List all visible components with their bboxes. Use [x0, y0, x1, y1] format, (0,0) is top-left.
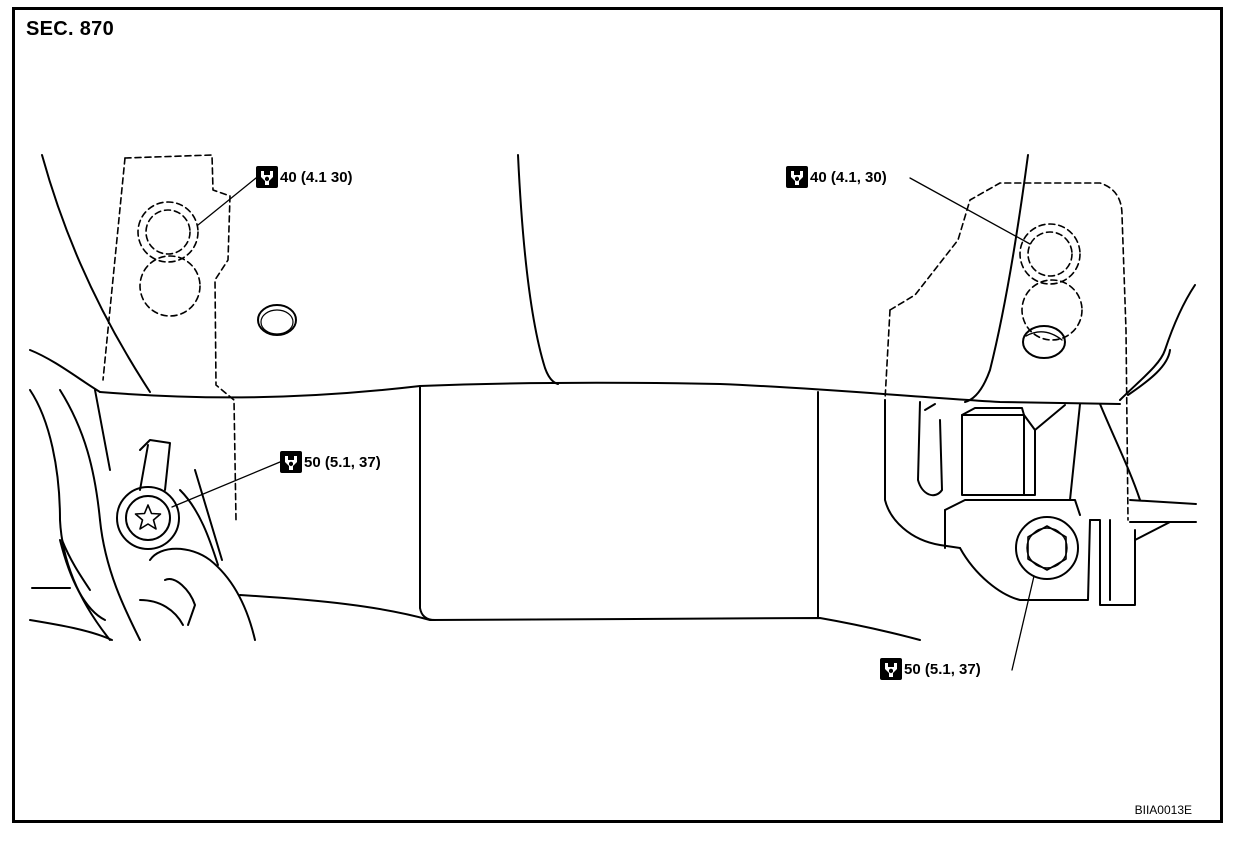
torque-wrench-icon: [256, 166, 278, 188]
torque-value: 40 (4.1, 30): [810, 168, 887, 186]
right-bracket-hidden: [884, 182, 1129, 521]
torque-wrench-icon: [880, 658, 902, 680]
left-hole-inner: [260, 309, 294, 335]
diagram-code: BIIA0013E: [1134, 803, 1192, 817]
crossmember-body: [99, 381, 1121, 641]
torque-wrench-icon: [280, 451, 302, 473]
torque-callout-upper-left: 40 (4.1 30): [256, 166, 353, 188]
left-hole: [257, 304, 297, 336]
diagram-frame: [12, 7, 1223, 823]
right-mechanism: [884, 284, 1197, 606]
torque-value: 50 (5.1, 37): [304, 453, 381, 471]
left-bracket-hidden: [102, 154, 237, 521]
section-label: SEC. 870: [26, 18, 115, 40]
torque-callout-lower-right: 50 (5.1, 37): [880, 658, 981, 680]
left-mechanism: [29, 349, 256, 641]
bumper-fascia: [41, 154, 1029, 403]
torque-callout-upper-right: 40 (4.1, 30): [786, 166, 887, 188]
torque-value: 40 (4.1 30): [280, 168, 353, 186]
leader-lines: [171, 177, 1035, 671]
torque-callout-lower-left: 50 (5.1, 37): [280, 451, 381, 473]
torque-value: 50 (5.1, 37): [904, 660, 981, 678]
left-star-bolt: [116, 486, 180, 550]
right-hole: [1022, 325, 1066, 359]
right-hex-bolt: [1015, 516, 1079, 580]
torque-wrench-icon: [786, 166, 808, 188]
